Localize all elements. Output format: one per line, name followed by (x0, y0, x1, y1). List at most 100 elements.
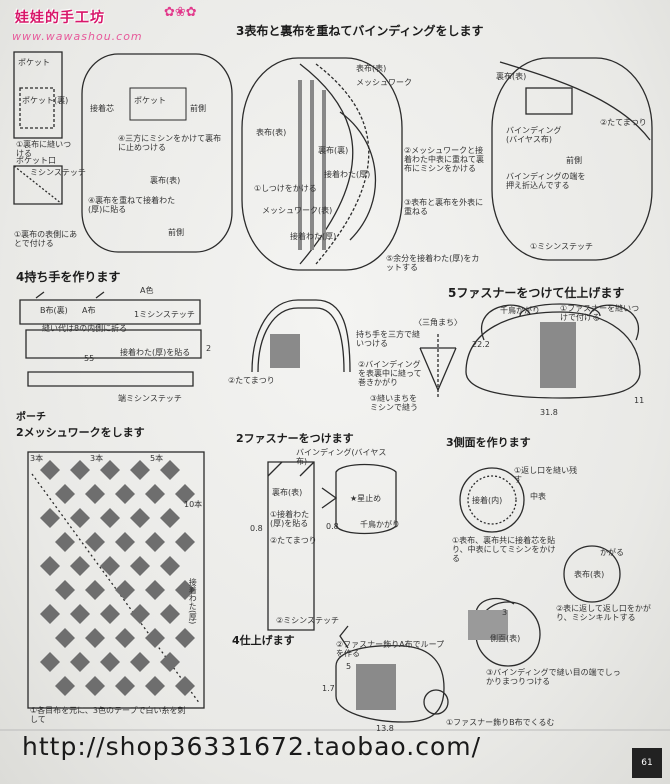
heading-pouch-step4: 4仕上げます (232, 634, 295, 647)
zipper-panel (267, 461, 315, 631)
label-fold-note: 縫い代は8の内側に折る (42, 324, 128, 333)
label-outer-face-2: 表布(表) (356, 64, 387, 73)
label-stitch-c: ②ミシンステッチ (276, 616, 340, 625)
heading-step4: 4持ち手を作ります (16, 270, 121, 284)
label-batting-2: 接着わた(厚) (290, 232, 337, 241)
label-attach-later: ①裏布の表側にあとで付ける (14, 230, 78, 249)
dim-handle-length: 55 (84, 354, 95, 363)
label-lining-back: 裏布(裏) (318, 146, 349, 155)
label-pocket-mouth: ポケット口 (16, 156, 56, 165)
label-edge-stitch: 端ミシンステッチ (118, 394, 182, 403)
label-interfacing: 接着芯 (90, 104, 114, 113)
label-three-sides: ④三方にミシンをかけて裏布に止めつける (118, 134, 222, 153)
pocket-outline (13, 51, 63, 139)
label-layer-note: ③表布と裏布を外表に重ねる (404, 198, 484, 217)
label-a-color: A色 (140, 286, 154, 295)
label-side-note-2: ②表に返して返し口をかがり、ミシンキルトする (556, 604, 651, 623)
watermark-url: http://shop36331672.taobao.com/ (22, 732, 482, 761)
side-circle-quilted (563, 545, 621, 603)
label-side-stitch: 1ミシンステッチ (134, 310, 195, 319)
label-pocket-back: ポケット(裏) (22, 96, 69, 105)
label-interfacing-2: 接着(内) (472, 496, 503, 505)
dim-bag-width: 31.8 (540, 408, 558, 417)
label-outer-face-4: 表布(表) (574, 570, 605, 579)
label-mesh-batting: 接着わた(厚) (188, 578, 198, 625)
label-binding-note-2: ②バインディングを表裏中に縫って巻きかがり (358, 360, 422, 388)
brand-url: www.wawashou.com (12, 30, 143, 43)
finished-pouch (335, 644, 445, 723)
label-slipstitch-3: ②たてまつり (270, 536, 317, 545)
label-lining-face-2: 裏布(表) (272, 488, 303, 497)
label-opening: ①返し口を縫い残す (514, 466, 578, 485)
label-batting-paste: 接着わた(厚)を貼る (120, 348, 191, 357)
label-mesh-note-2: ①各目布を元に、3色のテープで白い糸を刺して (30, 706, 186, 725)
dim-pouch-17: 1.7 (322, 684, 335, 693)
label-binding: バインディング(バイヤス布) (506, 126, 562, 145)
heading-step5: 5ファスナーをつけて仕上げます (448, 286, 625, 300)
zipper-roll (335, 463, 397, 535)
label-mesh: メッシュワーク (356, 78, 412, 87)
dim-zip-a: 0.8 (250, 524, 263, 533)
dim-handle-width: 2 (206, 344, 212, 353)
label-binding-note: バインディングの端を押え折込んでする (506, 172, 586, 191)
mesh-panel (27, 451, 205, 709)
label-b-fabric: B布(裏) (40, 306, 68, 315)
label-side-note-3: ③バインディングで縫い目の端でしっかりまつりつける (486, 668, 621, 687)
label-side-note-1: ①表布、裏布共に接着芯を貼り、中表にしてミシンをかける (452, 536, 556, 564)
label-loop-note: ②ファスナー飾りA布でループを作る (336, 640, 445, 659)
label-front-2: 前側 (168, 228, 184, 237)
outer-bag-outline (241, 57, 403, 271)
label-zipper-note: ①ファスナーを縫いつけで付ける (560, 304, 640, 323)
dim-mesh-3-b: 3本 (90, 454, 104, 463)
label-side-face: 側面(表) (490, 634, 521, 643)
label-gusset-note: ③縫いまちをミシンで縫う (370, 394, 418, 413)
dim-mesh-3-a: 3本 (30, 454, 44, 463)
heading-pouch: ポーチ (16, 412, 46, 423)
brand-name: 娃娃的手工坊 (15, 10, 105, 26)
bound-bag-outline (491, 57, 653, 261)
flower-icon: ✿❀✿ (164, 5, 197, 20)
heading-pouch-step2-mesh: 2メッシュワークをします (16, 426, 145, 439)
label-outer-face-3: 裏布(表) (496, 72, 527, 81)
dim-bag-height: 22.2 (472, 340, 490, 349)
label-batting-3: ①接着わた(厚)を貼る (270, 510, 310, 529)
dim-pouch-5: 5 (346, 662, 352, 671)
label-pocket: ポケット (18, 58, 50, 67)
handle-strip-2 (25, 329, 202, 359)
label-baste: ①しつけをかける (254, 184, 317, 193)
label-herringbone-2: 千鳥かがり (360, 520, 400, 529)
dim-pouch-width: 13.8 (376, 724, 394, 733)
label-star-stitch: ★星止め (350, 494, 382, 503)
dim-zip-b: 0.8 (326, 522, 339, 531)
side-circle (459, 467, 525, 533)
label-triangle-gusset: 〈三角まち〉 (414, 318, 462, 327)
label-front-3: 前側 (566, 156, 582, 165)
label-lining-note: ④裏布を重ねて接着わた(厚)に貼る (88, 196, 176, 215)
brand-logo: 娃娃的手工坊 ✿❀✿ www.wawashou.com (4, 2, 214, 50)
label-binding-2: バインディング(バイヤス布) (296, 448, 387, 467)
label-lining-face: 裏布(表) (150, 176, 181, 185)
label-a-fabric: A布 (82, 306, 96, 315)
handle-loop (251, 299, 351, 373)
label-wrap-note: ①ファスナー飾りB布でくるむ (446, 718, 555, 727)
dim-side-3: 3 (502, 608, 508, 617)
label-handle-note: 持ち手を三方で縫いつける (356, 330, 420, 349)
page-number: 61 (632, 748, 662, 778)
label-whipstitch: かがる (600, 548, 624, 557)
dim-mesh-5: 5本 (150, 454, 164, 463)
dim-mesh-10: 10本 (184, 500, 203, 509)
label-slipstitch: ②たてまつり (600, 118, 647, 127)
label-herringbone: 千鳥かがり (500, 306, 540, 315)
finished-bag (465, 311, 641, 399)
label-batting: 接着わた(厚) (324, 170, 371, 179)
label-stitch-a: ミシンステッチ (30, 168, 86, 177)
label-mesh-note: ②メッシュワークと接着わた中表に重ねて裏布にミシンをかける (404, 146, 484, 174)
label-slipstitch-2: ②たてまつり (228, 376, 275, 385)
label-trim-note: ⑤余分を接着わた(厚)をカットする (386, 254, 480, 273)
handle-strip-3 (27, 371, 194, 387)
label-stitch-b: ①ミシンステッチ (530, 242, 594, 251)
label-front: 前側 (190, 104, 206, 113)
label-right-sides: 中表 (530, 492, 546, 501)
